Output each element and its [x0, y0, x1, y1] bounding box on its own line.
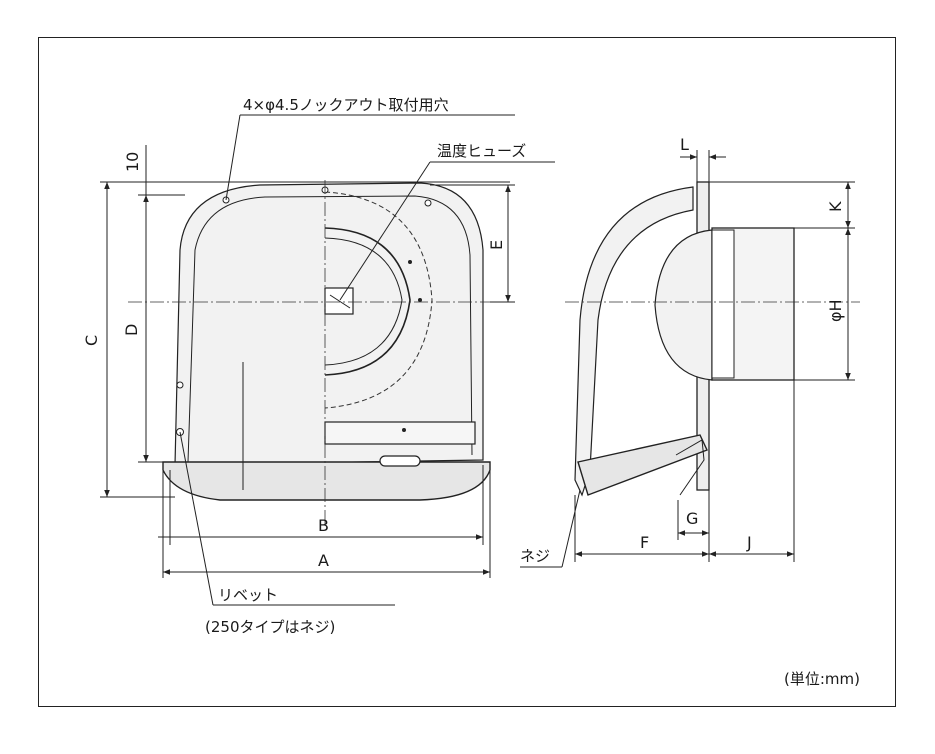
rivet-note-label: (250タイプはネジ) [205, 618, 335, 636]
fan-dashed-circle [324, 191, 433, 409]
dim-h: φH [826, 299, 845, 322]
base-plate [162, 461, 491, 501]
knockout-leader [225, 114, 241, 201]
side-view [565, 181, 860, 497]
rivet-leader [179, 431, 214, 606]
fuse-leader [339, 161, 431, 301]
unit-note: (単位:mm) [784, 670, 860, 688]
hood-inner-outline [187, 195, 473, 463]
dim-d: D [122, 324, 141, 336]
louver-bracket [675, 439, 705, 496]
duct-collar [711, 229, 735, 379]
temp-fuse-label: 温度ヒューズ [437, 142, 526, 160]
side-dimensions [520, 150, 855, 568]
screw-label: ネジ [520, 547, 550, 565]
screw-leader [561, 489, 581, 568]
fan-housing-inner [324, 237, 403, 366]
screw-dot [402, 428, 406, 432]
dim-e: E [487, 240, 506, 250]
dim-f: F [640, 533, 649, 552]
front-view [128, 180, 491, 525]
fan-dome [654, 229, 713, 381]
rivet-hole [176, 381, 184, 389]
dim-10: 10 [123, 152, 142, 172]
dim-b: B [318, 516, 329, 535]
screw-dot [408, 260, 412, 264]
dim-k: K [826, 201, 845, 212]
knockout-hole [424, 199, 432, 207]
louver-panel [577, 434, 708, 496]
hood-profile [574, 186, 694, 497]
dim-j: J [746, 533, 752, 552]
slot [379, 455, 421, 467]
dim-a: A [318, 551, 329, 570]
dim-c: C [82, 335, 101, 346]
dim-g: G [686, 509, 698, 528]
screw-dot [418, 298, 422, 302]
knockout-holes-label: 4×φ4.5ノックアウト取付用穴 [243, 96, 449, 114]
hood-outline [174, 182, 484, 466]
lower-louver [324, 421, 476, 445]
front-dimensions [100, 114, 555, 606]
drawing-frame [38, 37, 896, 707]
fan-housing [324, 227, 411, 376]
dim-l: L [680, 135, 689, 154]
rivet-label: リベット [218, 586, 278, 604]
